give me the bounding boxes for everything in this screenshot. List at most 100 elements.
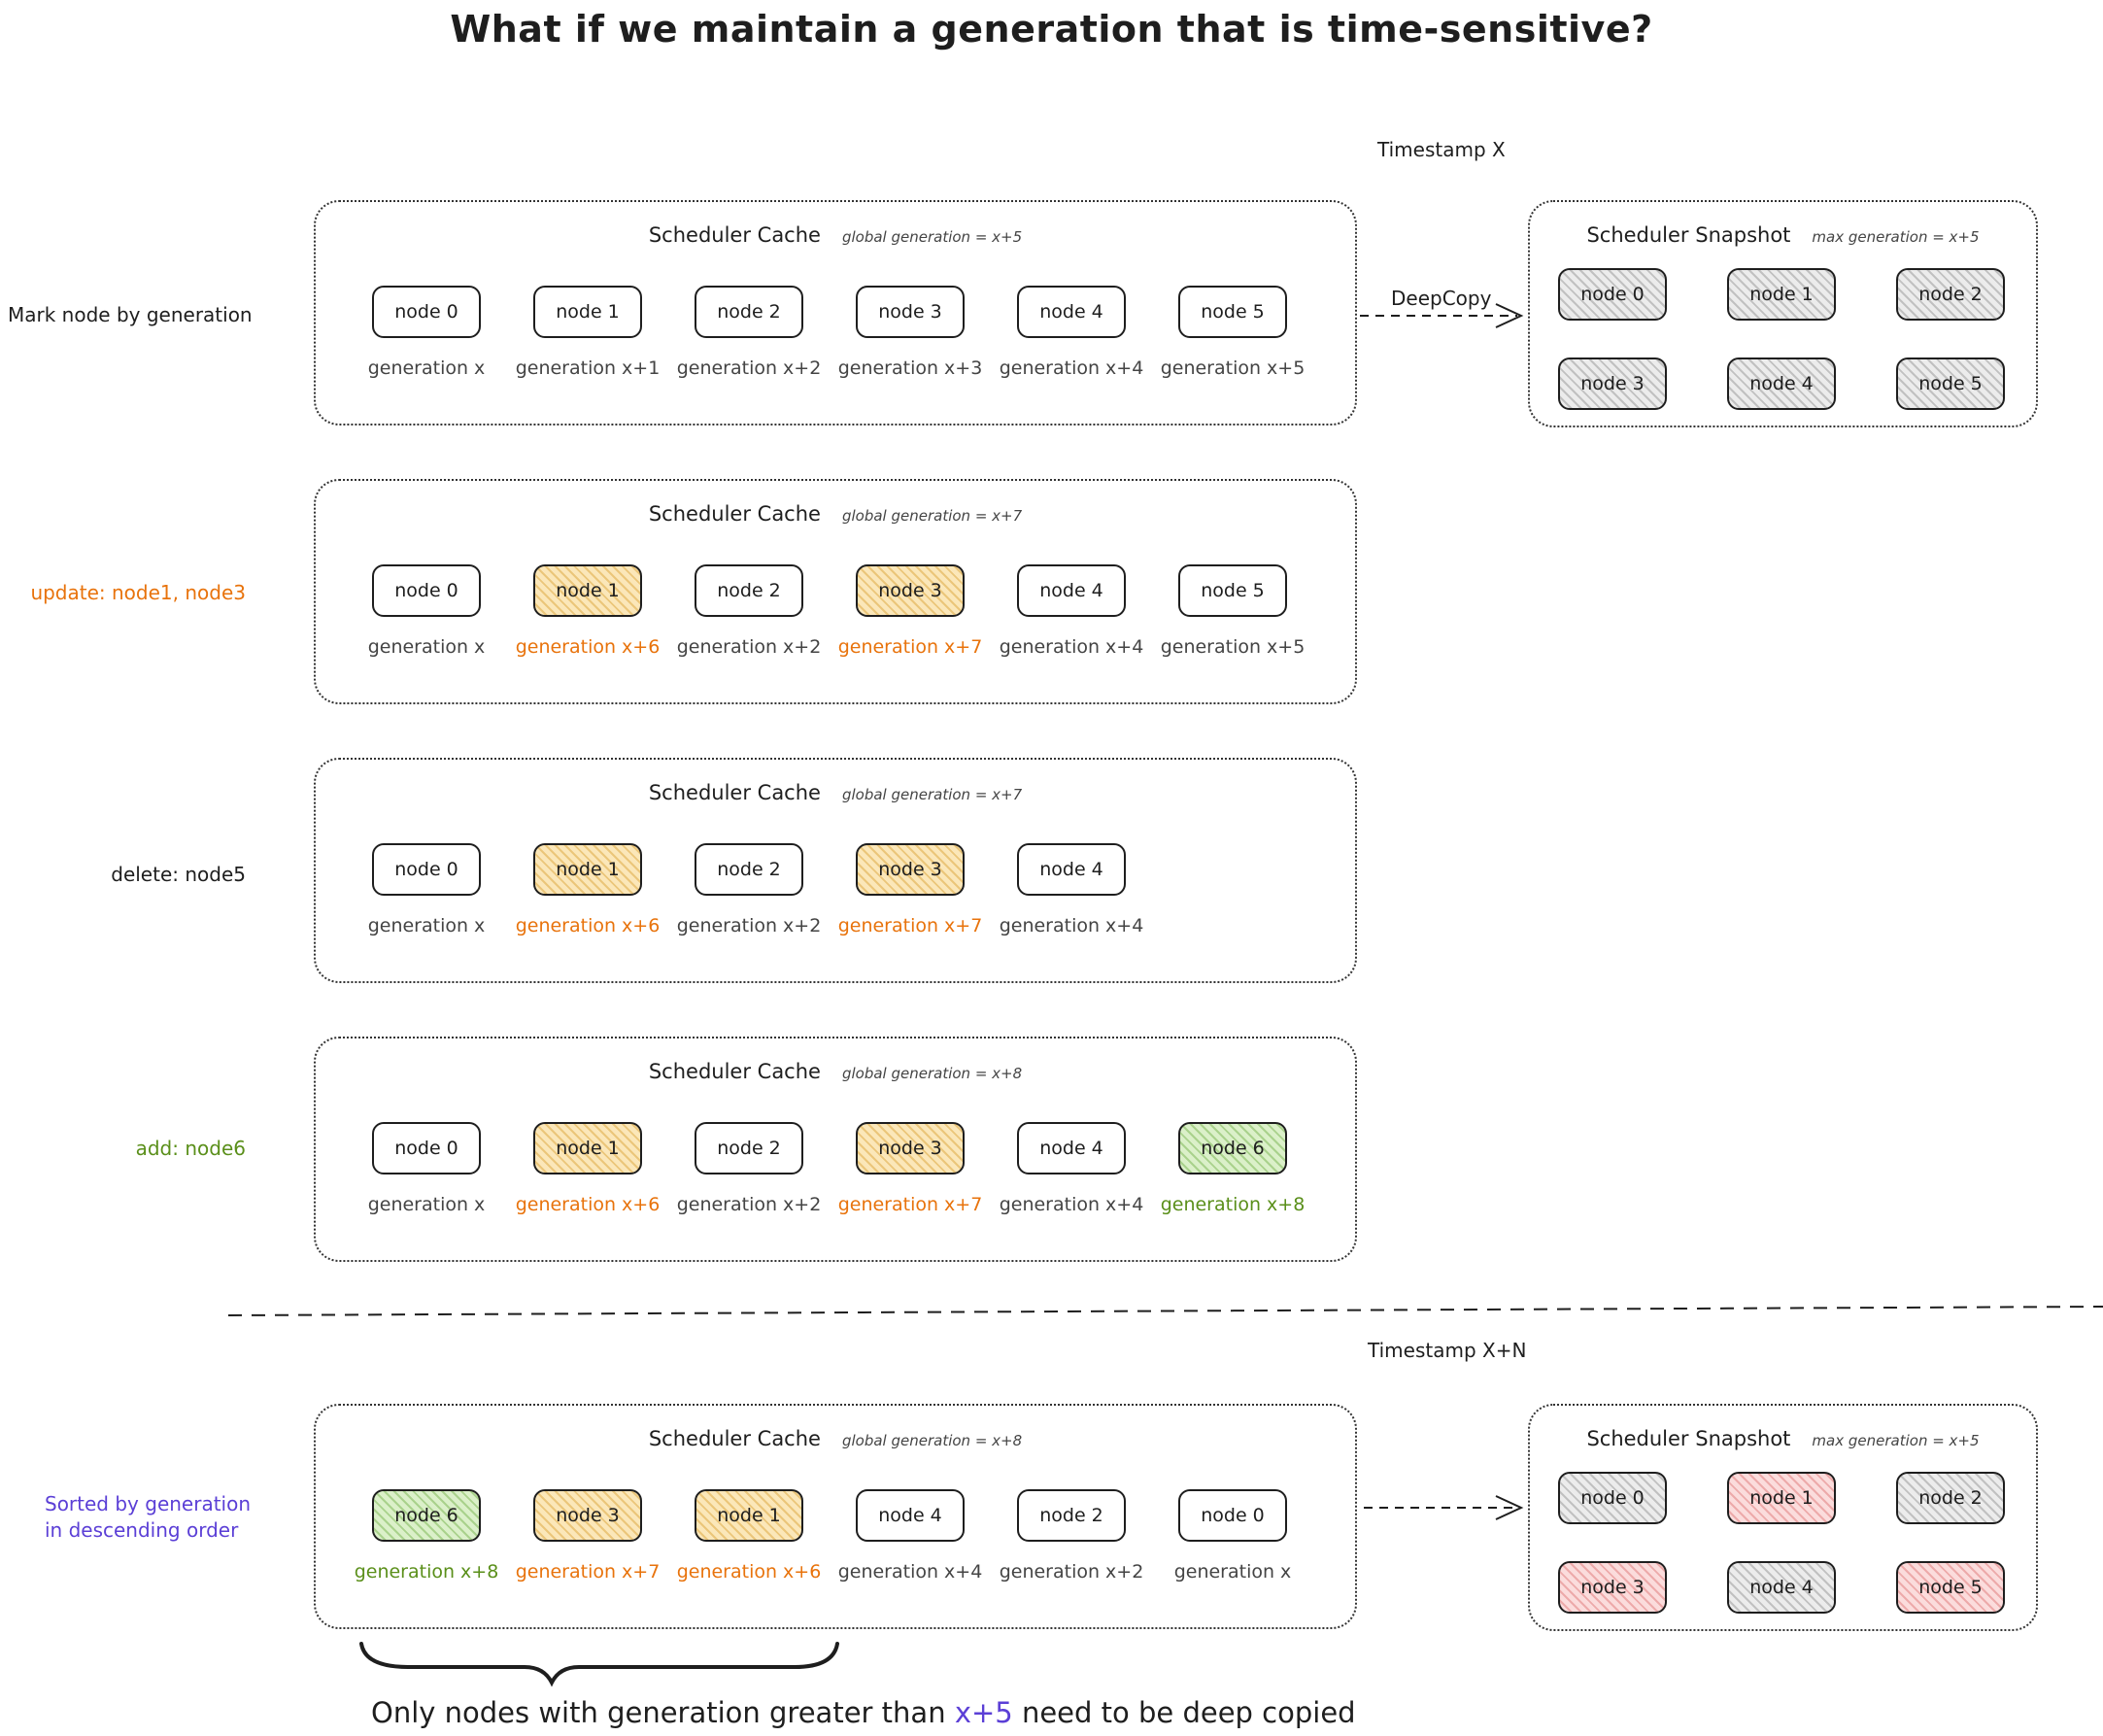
cache-node: node 0 — [372, 1122, 481, 1174]
scheduler-cache-panel: Scheduler Cache global generation = x+8 — [314, 1404, 1357, 1629]
cache-node: node 6 — [1178, 1122, 1287, 1174]
step-label: Sorted by generation in descending order — [45, 1491, 283, 1544]
snapshot-node: node 3 — [1558, 357, 1667, 410]
cache-title: Scheduler Cache — [648, 502, 821, 526]
cache-title: Scheduler Cache — [648, 223, 821, 247]
node-generation: generation x — [367, 915, 486, 936]
footnote-highlight: x+5 — [954, 1696, 1013, 1729]
cache-node: node 3 — [856, 843, 965, 896]
cache-node: node 3 — [856, 564, 965, 617]
step-label: delete: node5 — [8, 863, 246, 886]
snapshot-node: node 1 — [1727, 268, 1836, 321]
cache-node: node 4 — [1017, 843, 1126, 896]
node-generation: generation x+3 — [837, 357, 983, 379]
step-label-line: delete: node5 — [111, 863, 246, 886]
brace-icon — [359, 1642, 839, 1687]
node-generation: generation x+7 — [837, 915, 983, 936]
cache-node: node 3 — [856, 286, 965, 338]
cache-node: node 4 — [1017, 564, 1126, 617]
cache-global-generation: global generation = x+5 — [841, 228, 1023, 246]
cache-node: node 0 — [372, 564, 481, 617]
cache-node: node 5 — [1178, 564, 1287, 617]
cache-node: node 1 — [533, 286, 642, 338]
cache-global-generation: global generation = x+8 — [841, 1065, 1023, 1082]
snapshot-node: node 5 — [1896, 1561, 2005, 1614]
snapshot-node: node 1 — [1727, 1472, 1836, 1524]
node-generation: generation x+6 — [676, 1561, 822, 1583]
cache-node: node 3 — [856, 1122, 965, 1174]
node-generation: generation x+7 — [837, 1194, 983, 1215]
step-label-line: in descending order — [45, 1518, 239, 1542]
node-generation: generation x+1 — [515, 357, 661, 379]
cache-node: node 1 — [533, 1122, 642, 1174]
cache-node: node 1 — [533, 564, 642, 617]
cache-global-generation: global generation = x+7 — [841, 786, 1023, 803]
node-generation: generation x+5 — [1160, 636, 1306, 658]
cache-title: Scheduler Cache — [648, 1427, 821, 1450]
node-generation: generation x+4 — [837, 1561, 983, 1583]
footnote-prefix: Only nodes with generation greater than — [371, 1696, 946, 1729]
timestamp-bottom: Timestamp X+N — [1368, 1339, 1527, 1362]
cache-node: node 2 — [695, 1122, 803, 1174]
cache-node: node 5 — [1178, 286, 1287, 338]
cache-node: node 0 — [1178, 1489, 1287, 1542]
step-label: Mark node by generation — [8, 303, 253, 326]
cache-node: node 4 — [856, 1489, 965, 1542]
snapshot-node: node 2 — [1896, 1472, 2005, 1524]
step-label: add: node6 — [8, 1137, 246, 1160]
node-generation: generation x+4 — [999, 357, 1144, 379]
node-generation: generation x+8 — [354, 1561, 499, 1583]
node-generation: generation x — [1173, 1561, 1292, 1583]
scheduler-cache-panel: Scheduler Cache global generation = x+5 — [314, 200, 1357, 425]
timestamp-top: Timestamp X — [1377, 138, 1506, 161]
step-label: update: node1, node3 — [8, 581, 246, 604]
node-generation: generation x+6 — [515, 1194, 661, 1215]
snapshot-node: node 2 — [1896, 268, 2005, 321]
cache-node: node 6 — [372, 1489, 481, 1542]
node-generation: generation x+4 — [999, 1194, 1144, 1215]
cache-node: node 1 — [533, 843, 642, 896]
cache-node: node 2 — [1017, 1489, 1126, 1542]
node-generation: generation x — [367, 636, 486, 658]
footnote: Only nodes with generation greater than … — [371, 1696, 1356, 1729]
cache-node: node 4 — [1017, 1122, 1126, 1174]
snapshot-node: node 3 — [1558, 1561, 1667, 1614]
node-generation: generation x+2 — [676, 636, 822, 658]
cache-node: node 4 — [1017, 286, 1126, 338]
node-generation: generation x+6 — [515, 636, 661, 658]
diagram-title: What if we maintain a generation that is… — [450, 8, 1653, 51]
cache-node: node 1 — [695, 1489, 803, 1542]
node-generation: generation x+5 — [1160, 357, 1306, 379]
cache-node: node 0 — [372, 843, 481, 896]
node-generation: generation x+2 — [676, 357, 822, 379]
snapshot-title: Scheduler Snapshot — [1586, 223, 1791, 247]
step-label-line: Sorted by generation — [45, 1492, 252, 1515]
node-generation: generation x — [367, 357, 486, 379]
snapshot-title: Scheduler Snapshot — [1586, 1427, 1791, 1450]
snapshot-node: node 0 — [1558, 1472, 1667, 1524]
cache-header: Scheduler Cache global generation = x+8 — [316, 1427, 1355, 1450]
node-generation: generation x+6 — [515, 915, 661, 936]
node-generation: generation x+2 — [676, 915, 822, 936]
step-label-line: add: node6 — [135, 1137, 246, 1160]
node-generation: generation x+7 — [837, 636, 983, 658]
snapshot-node: node 0 — [1558, 268, 1667, 321]
step-label-line: Mark node by generation — [8, 303, 253, 326]
cache-node: node 2 — [695, 286, 803, 338]
cache-header: Scheduler Cache global generation = x+5 — [316, 223, 1355, 247]
cache-global-generation: global generation = x+8 — [841, 1432, 1023, 1449]
cache-node: node 2 — [695, 564, 803, 617]
cache-node: node 2 — [695, 843, 803, 896]
footnote-suffix: need to be deep copied — [1021, 1696, 1356, 1729]
node-generation: generation x+8 — [1160, 1194, 1306, 1215]
node-generation: generation x — [367, 1194, 486, 1215]
deepcopy-label: DeepCopy — [1391, 287, 1492, 310]
